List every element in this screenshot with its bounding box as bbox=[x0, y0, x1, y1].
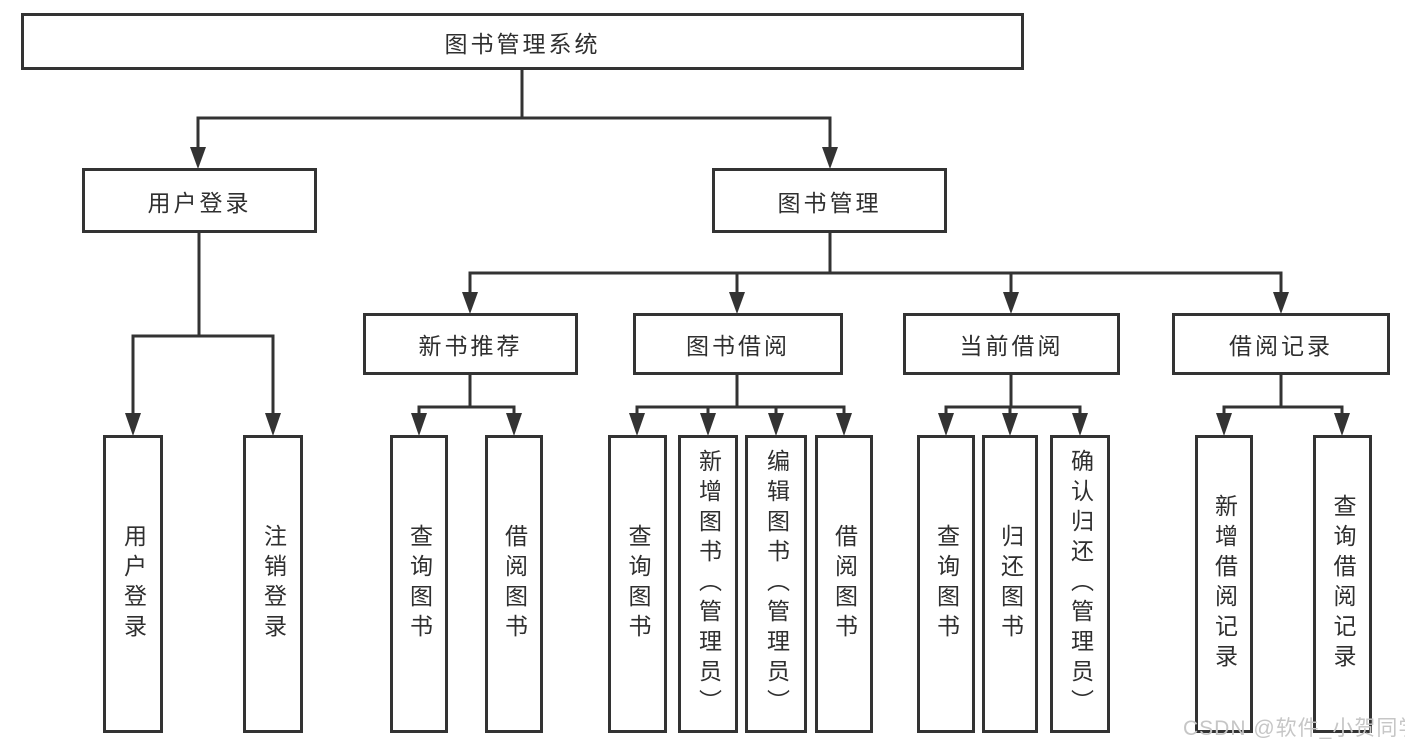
leaf-query-borrow-record: 查询借阅记录 bbox=[1313, 435, 1372, 733]
node-book-borrow: 图书借阅 bbox=[633, 313, 843, 375]
node-user-login-branch: 用户登录 bbox=[82, 168, 317, 233]
node-book-management-branch: 图书管理 bbox=[712, 168, 947, 233]
leaf-edit-books-admin: 编辑图书（管理员） bbox=[745, 435, 807, 733]
leaf-borrow-books-recommend: 借阅图书 bbox=[485, 435, 543, 733]
node-current-borrow: 当前借阅 bbox=[903, 313, 1120, 375]
leaf-user-login: 用户登录 bbox=[103, 435, 163, 733]
leaf-query-books-recommend: 查询图书 bbox=[390, 435, 448, 733]
leaf-confirm-return-admin: 确认归还（管理员） bbox=[1050, 435, 1110, 733]
csdn-watermark: CSDN @软件_小贺同学 bbox=[1183, 717, 1405, 740]
leaf-borrow-books: 借阅图书 bbox=[815, 435, 873, 733]
leaf-add-books-admin: 新增图书（管理员） bbox=[678, 435, 738, 733]
leaf-query-books-current: 查询图书 bbox=[917, 435, 975, 733]
leaf-logout: 注销登录 bbox=[243, 435, 303, 733]
leaf-return-books: 归还图书 bbox=[982, 435, 1038, 733]
node-borrow-records: 借阅记录 bbox=[1172, 313, 1390, 375]
leaf-add-borrow-record: 新增借阅记录 bbox=[1195, 435, 1253, 733]
node-new-book-recommend: 新书推荐 bbox=[363, 313, 578, 375]
leaf-query-books-borrow: 查询图书 bbox=[608, 435, 667, 733]
node-root-book-management-system: 图书管理系统 bbox=[21, 13, 1024, 70]
